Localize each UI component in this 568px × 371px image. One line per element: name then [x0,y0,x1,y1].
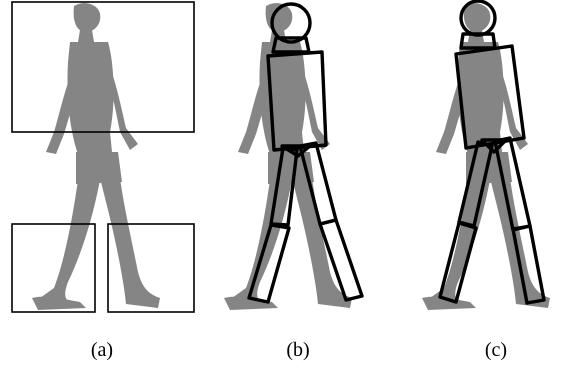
right-shin-part [318,218,364,302]
panel-label-c: (c) [485,339,507,361]
left-shin-part [247,223,291,304]
torso-part [266,50,328,152]
head-part [270,2,312,44]
panel-b: (b) [224,2,364,361]
lower-right-bounding-box [107,223,195,313]
torso-part [454,44,526,150]
upper-bounding-box [11,1,195,133]
panel-label-b: (b) [286,339,309,361]
lower-left-bounding-box [11,223,96,313]
silhouette-a [32,3,160,311]
panel-a: (a) [11,1,195,361]
panel-c: (c) [422,0,550,361]
right-shin-part [511,224,546,305]
panel-label-a: (a) [91,339,113,361]
left-shin-part [438,221,478,304]
hip-part [280,144,312,158]
left-thigh-part [269,146,299,227]
